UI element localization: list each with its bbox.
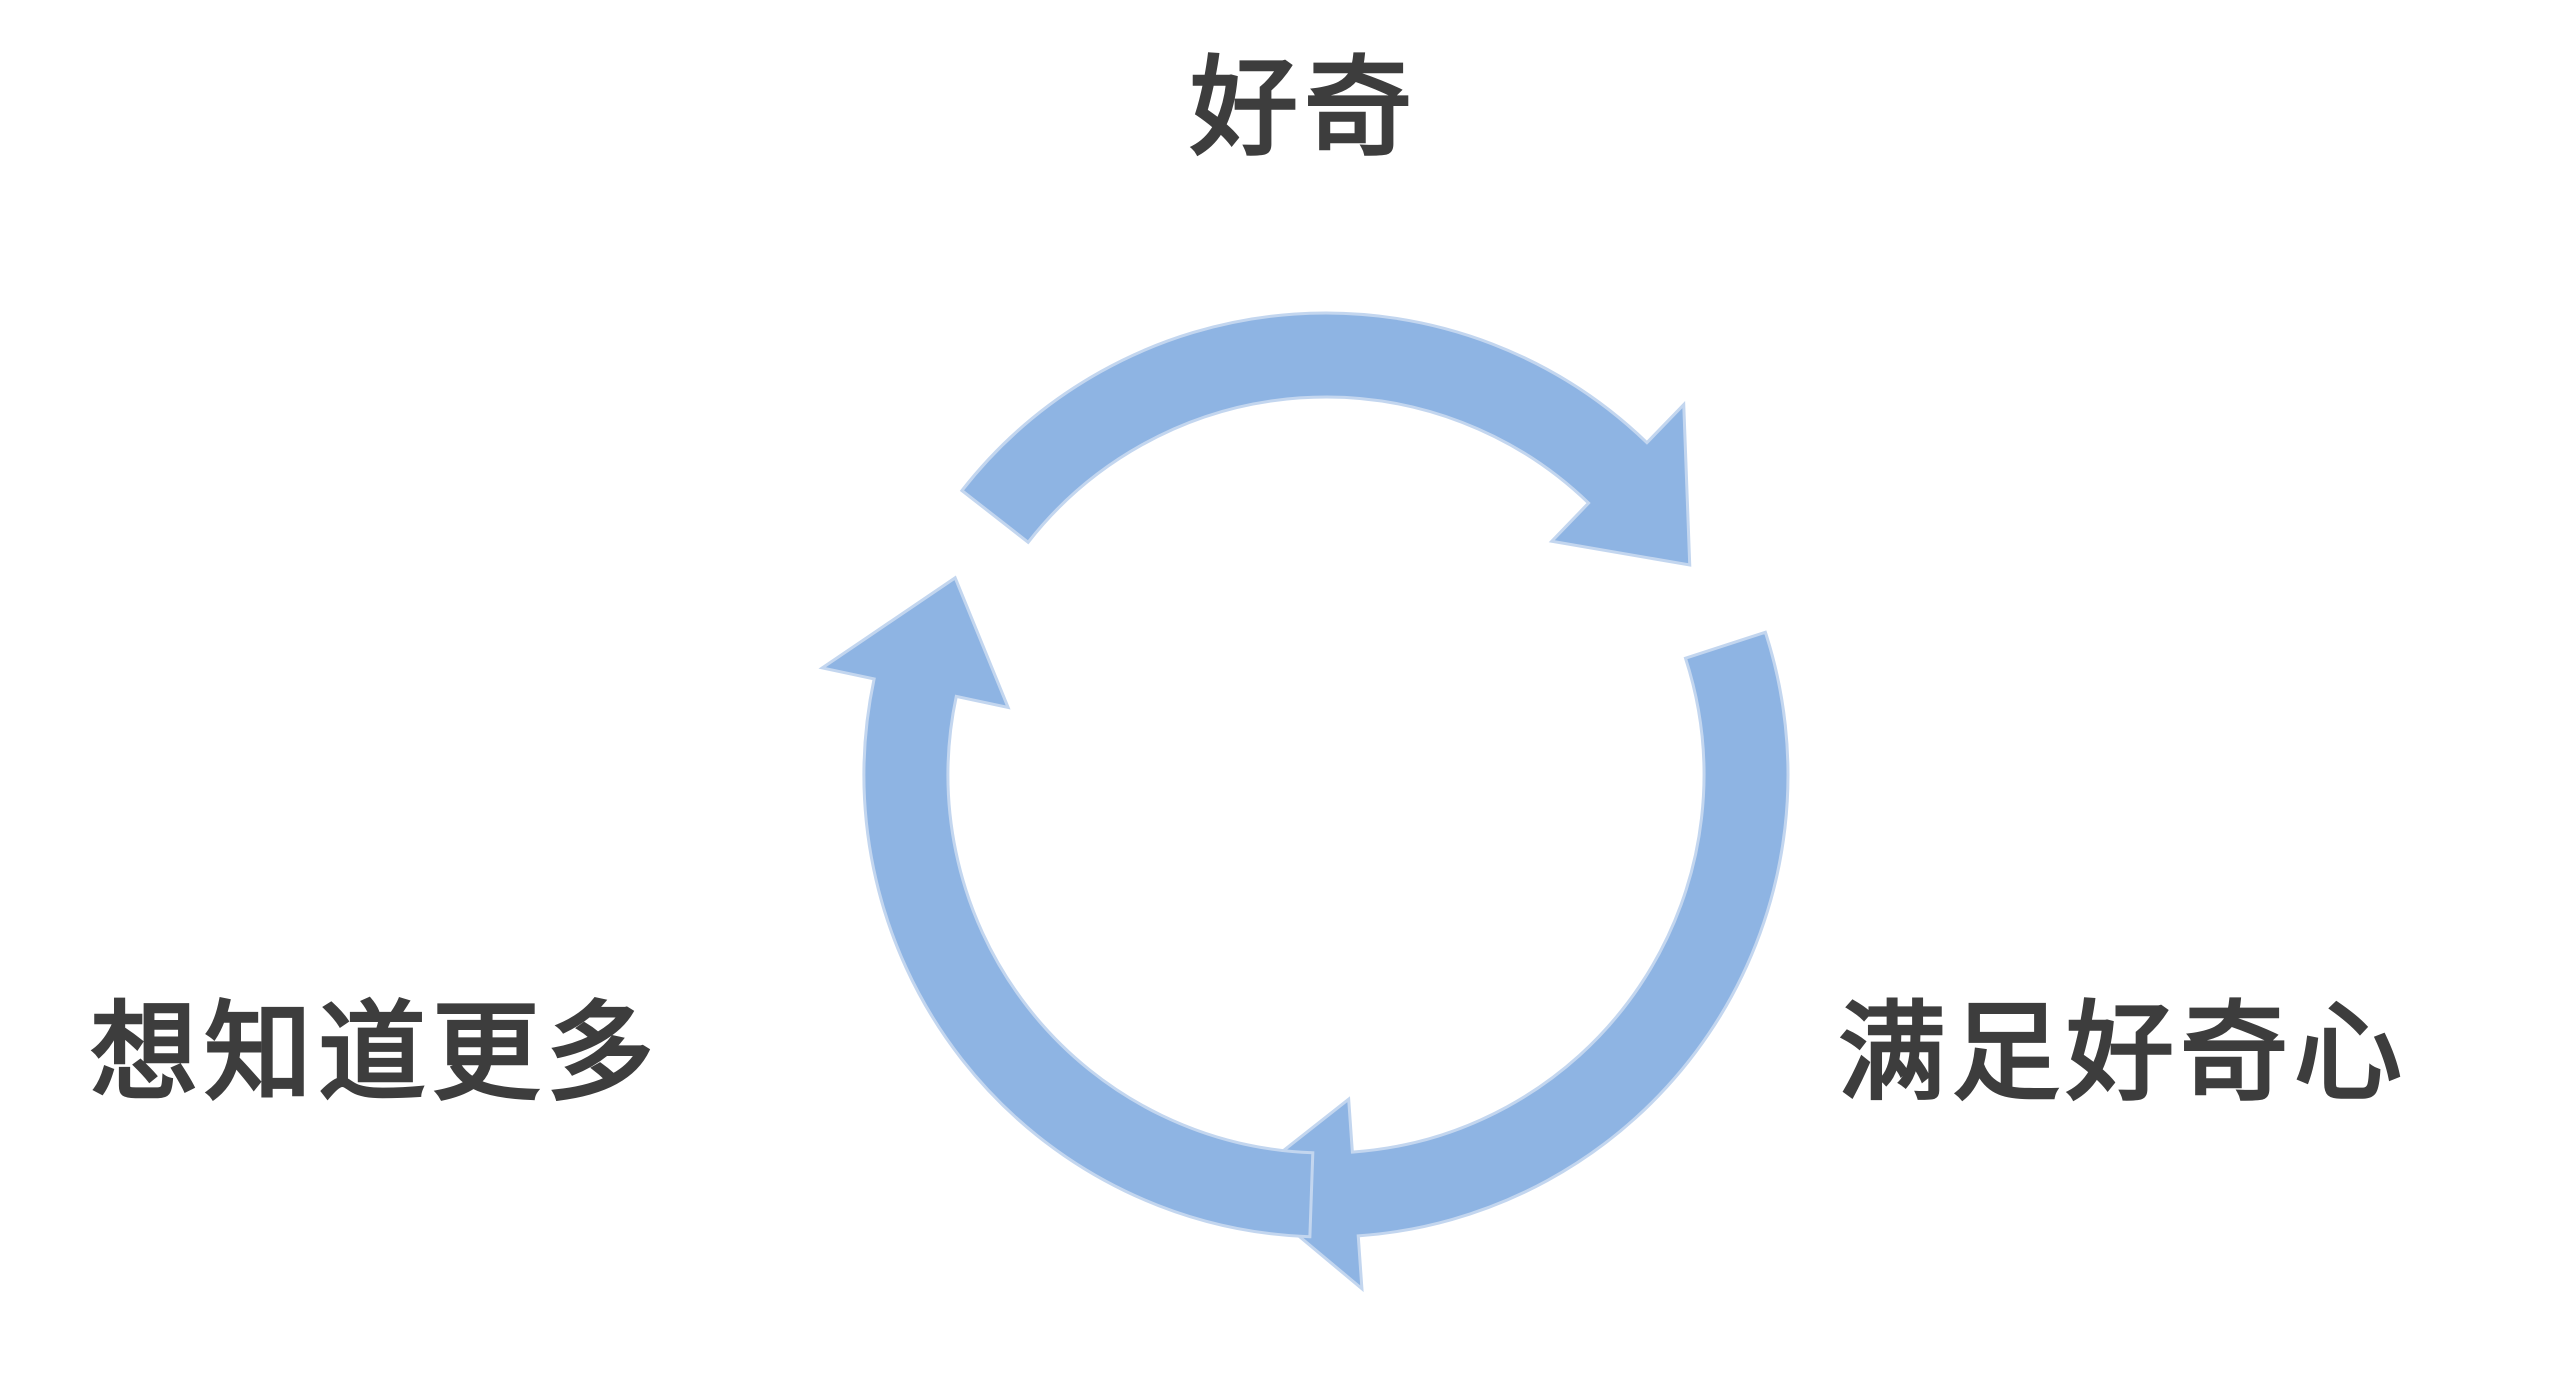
stage-label-curiosity: 好奇 — [1190, 46, 1419, 171]
cycle-arrow-left — [818, 575, 1315, 1239]
cycle-arrow-top — [959, 311, 1692, 567]
stage-label-satisfy-curiosity: 满足好奇心 — [1838, 991, 2409, 1116]
stage-label-want-to-know-more: 想知道更多 — [90, 991, 661, 1116]
cycle-arrow-right — [1236, 630, 1790, 1293]
